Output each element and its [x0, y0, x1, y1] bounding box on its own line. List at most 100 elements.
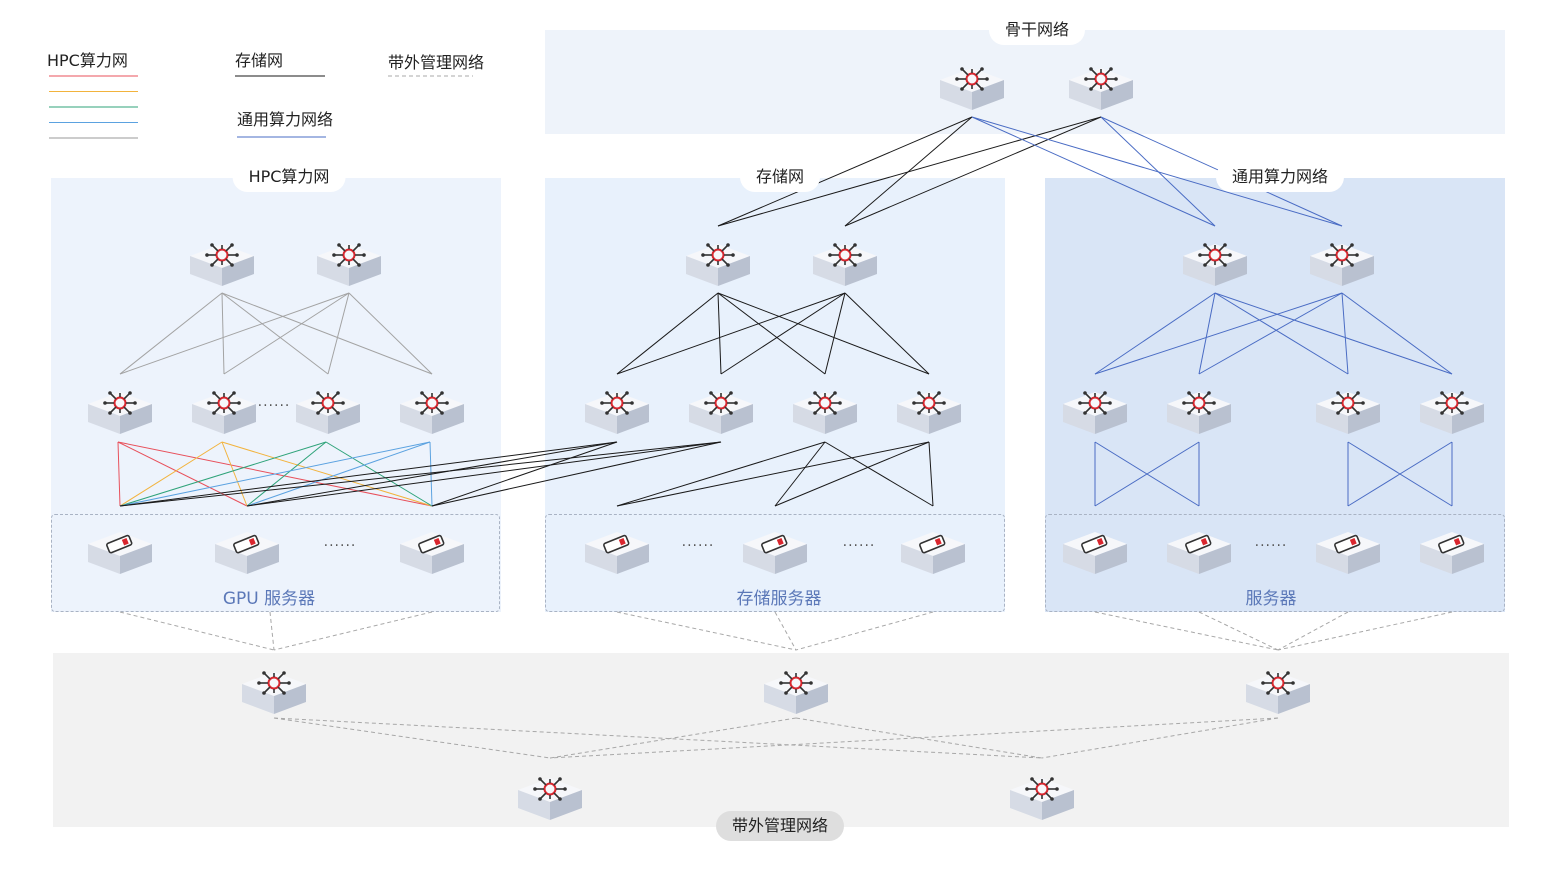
- storage-spine-leaf-link: [717, 292, 722, 375]
- storage-leaf-switch-3[interactable]: [792, 390, 858, 435]
- general-spine-leaf-link: [1198, 292, 1216, 375]
- general-zone: [1045, 178, 1505, 612]
- hpc-leaf-server-link: [117, 441, 248, 507]
- oob-core-switch-1[interactable]: [517, 776, 583, 821]
- storage-leaf-server-link: [774, 441, 930, 507]
- hpc-spine-leaf-link: [221, 292, 329, 375]
- gpu-server-label: GPU 服务器: [222, 589, 316, 609]
- oob-storage-link: [795, 611, 934, 651]
- general-server-4[interactable]: [1419, 531, 1485, 575]
- gpu-server-3[interactable]: [399, 531, 465, 575]
- backbone-storage-link: [717, 116, 1102, 227]
- hpc-spine-switch-2[interactable]: [316, 242, 382, 287]
- hpc-spine-leaf-link: [223, 292, 350, 375]
- storage-server-ellipsis-2: ······: [842, 538, 876, 554]
- hpc-leaf-switch-4[interactable]: [399, 390, 465, 435]
- general-server-ellipsis: ······: [1254, 538, 1288, 554]
- hpc-spine-leaf-link: [221, 292, 433, 375]
- backbone-storage-link: [844, 116, 1102, 227]
- gpu-server-1[interactable]: [87, 531, 153, 575]
- oob-agg-core-link: [273, 717, 551, 759]
- hpc-spine-switch-1[interactable]: [189, 242, 255, 287]
- oob-agg-switch-1[interactable]: [241, 670, 307, 715]
- general-server-1[interactable]: [1062, 531, 1128, 575]
- storage-leaf-switch-4[interactable]: [896, 390, 962, 435]
- hpc-leaf-server-link: [221, 441, 433, 507]
- general-server-3[interactable]: [1315, 531, 1381, 575]
- general-leaf-switch-2[interactable]: [1166, 390, 1232, 435]
- storage-spine-leaf-link: [616, 292, 719, 375]
- general-spine-leaf-link: [1341, 292, 1349, 375]
- storage-server-3[interactable]: [900, 531, 966, 575]
- general-server-label: 服务器: [1245, 589, 1297, 609]
- general-leaf-switch-1[interactable]: [1062, 390, 1128, 435]
- storage-leaf-switch-1[interactable]: [584, 390, 650, 435]
- hpc-leaf-server-link: [246, 441, 431, 507]
- backbone-general-link: [1100, 116, 1216, 227]
- general-leaf-server-link: [1347, 441, 1453, 507]
- hpc-leaf-server-link: [221, 441, 248, 507]
- storage-spine-leaf-link: [717, 292, 826, 375]
- hpc-spine-leaf-link: [119, 292, 350, 375]
- backbone-zone-label: 骨干网络: [988, 15, 1086, 45]
- storage-zone-label: 存储网: [739, 162, 821, 192]
- hpc-zone-label: HPC算力网: [232, 162, 346, 192]
- storage-spine-leaf-link: [824, 292, 846, 375]
- oob-agg-core-link: [549, 717, 1279, 759]
- storage-leaf-server-link: [774, 441, 826, 507]
- gpu-server-group: [51, 514, 500, 612]
- oob-core-switch-2[interactable]: [1009, 776, 1075, 821]
- oob-storage-link: [616, 611, 797, 651]
- backbone-general-link: [971, 116, 1343, 227]
- backbone-general-link: [971, 116, 1216, 227]
- storage-server-label: 存储服务器: [736, 589, 822, 609]
- oob-agg-switch-3[interactable]: [1245, 670, 1311, 715]
- hpc-spine-leaf-link: [221, 292, 225, 375]
- oob-gpu-link: [119, 611, 275, 651]
- oob-agg-core-link: [273, 717, 1043, 759]
- gpu-server-2[interactable]: [214, 531, 280, 575]
- storage-leaf-gpu-link: [246, 441, 618, 507]
- storage-spine-leaf-link: [844, 292, 930, 375]
- hpc-spine-leaf-link: [348, 292, 433, 375]
- storage-leaf-server-link: [928, 441, 934, 507]
- storage-leaf-server-link: [824, 441, 934, 507]
- backbone-storage-link: [717, 116, 973, 227]
- storage-spine-switch-2[interactable]: [812, 242, 878, 287]
- hpc-leaf-switch-2[interactable]: [191, 390, 257, 435]
- storage-leaf-switch-2[interactable]: [688, 390, 754, 435]
- storage-leaf-server-link: [616, 441, 826, 507]
- hpc-leaf-switch-3[interactable]: [295, 390, 361, 435]
- legend-oob-label: 带外管理网络: [388, 53, 485, 72]
- storage-spine-leaf-link: [616, 292, 846, 375]
- general-server-2[interactable]: [1166, 531, 1232, 575]
- oob-general-link: [1094, 611, 1279, 651]
- storage-leaf-gpu-link: [119, 441, 618, 507]
- backbone-switch-1[interactable]: [939, 66, 1005, 111]
- general-spine-leaf-link: [1341, 292, 1453, 375]
- backbone-zone: [545, 30, 1505, 134]
- general-leaf-switch-4[interactable]: [1419, 390, 1485, 435]
- general-spine-switch-2[interactable]: [1309, 242, 1375, 287]
- oob-agg-core-link: [1041, 717, 1279, 759]
- oob-general-link: [1277, 611, 1453, 651]
- oob-storage-link: [774, 611, 797, 651]
- storage-server-1[interactable]: [584, 531, 650, 575]
- oob-general-link: [1198, 611, 1279, 651]
- oob-gpu-link: [269, 611, 275, 651]
- general-spine-leaf-link: [1094, 292, 1216, 375]
- general-leaf-server-link: [1094, 441, 1200, 507]
- general-spine-switch-1[interactable]: [1182, 242, 1248, 287]
- storage-spine-switch-1[interactable]: [685, 242, 751, 287]
- storage-leaf-gpu-link: [431, 441, 618, 507]
- general-zone-label: 通用算力网络: [1215, 162, 1345, 192]
- general-leaf-switch-3[interactable]: [1315, 390, 1381, 435]
- general-spine-leaf-link: [1094, 292, 1343, 375]
- gpu-server-ellipsis: ······: [323, 538, 357, 554]
- storage-server-2[interactable]: [742, 531, 808, 575]
- oob-agg-core-link: [549, 717, 797, 759]
- backbone-switch-2[interactable]: [1068, 66, 1134, 111]
- oob-agg-switch-2[interactable]: [763, 670, 829, 715]
- hpc-leaf-switch-1[interactable]: [87, 390, 153, 435]
- legend-hpc-label: HPC算力网: [47, 51, 128, 70]
